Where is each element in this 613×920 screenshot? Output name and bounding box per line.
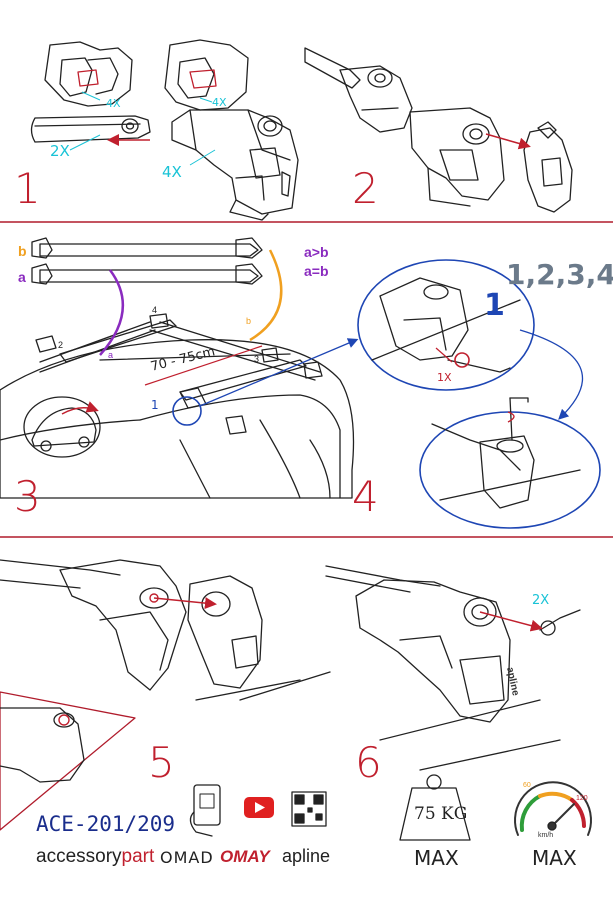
mark-a: a <box>108 350 114 360</box>
step1-illustration <box>30 39 299 221</box>
weight-value: 75 KG <box>414 804 468 824</box>
quantity-label: 1X <box>437 371 452 384</box>
brand-omad: OMAD <box>160 848 214 867</box>
speed-tick-60: 60 <box>523 782 531 789</box>
rule-a-equals-b: a=b <box>304 263 329 279</box>
brand-accessory: accessory <box>36 846 122 867</box>
rule-a-greater-b: a>b <box>304 244 329 260</box>
step-number-4: 4 <box>352 472 379 521</box>
model-number: ACE-201/209 <box>36 812 176 836</box>
brand-omay: OMAY <box>220 847 270 866</box>
legend-a-label: a <box>18 269 26 285</box>
quantity-label: 2X <box>532 593 550 608</box>
step5-illustration <box>0 559 331 831</box>
mark-b: b <box>246 316 252 326</box>
brand-part: part <box>121 846 155 867</box>
speed-tick-120: 120 <box>576 795 588 802</box>
legend-b-label: b <box>18 243 27 259</box>
step-number-1: 1 <box>14 164 41 213</box>
brand-accessorypart: accessorypart <box>36 846 154 868</box>
quantity-label: 2X <box>50 142 70 160</box>
quantity-label: 4X <box>162 163 182 181</box>
step3-illustration <box>0 237 355 499</box>
step-number-5: 5 <box>148 738 175 787</box>
quantity-label: 4X <box>106 97 121 110</box>
step-number-3: 3 <box>14 472 41 521</box>
speed-unit: km/h <box>538 832 554 839</box>
bar-position-2: 2 <box>58 340 64 350</box>
step6-illustration <box>325 565 581 771</box>
step-number-2: 2 <box>352 164 379 213</box>
footer-icons <box>189 774 592 841</box>
step-number-6: 6 <box>355 738 382 787</box>
speed-max-label: MAX <box>532 846 577 870</box>
bar-position-3: 3 <box>254 354 260 364</box>
weight-max-label: MAX <box>414 846 459 870</box>
quantity-label: 4X <box>212 96 227 109</box>
step4-illustration <box>357 259 601 529</box>
rule-a-greater-b-text: a>b <box>304 244 329 260</box>
bar-position-1: 1 <box>151 398 159 412</box>
brand-apline: apline <box>282 846 331 866</box>
step2-illustration <box>304 47 573 213</box>
install-sequence: 1,2,3,4 <box>506 258 613 291</box>
bar-position-4: 4 <box>152 305 158 315</box>
position-number: 1 <box>484 288 505 323</box>
youtube-icon <box>244 797 274 818</box>
